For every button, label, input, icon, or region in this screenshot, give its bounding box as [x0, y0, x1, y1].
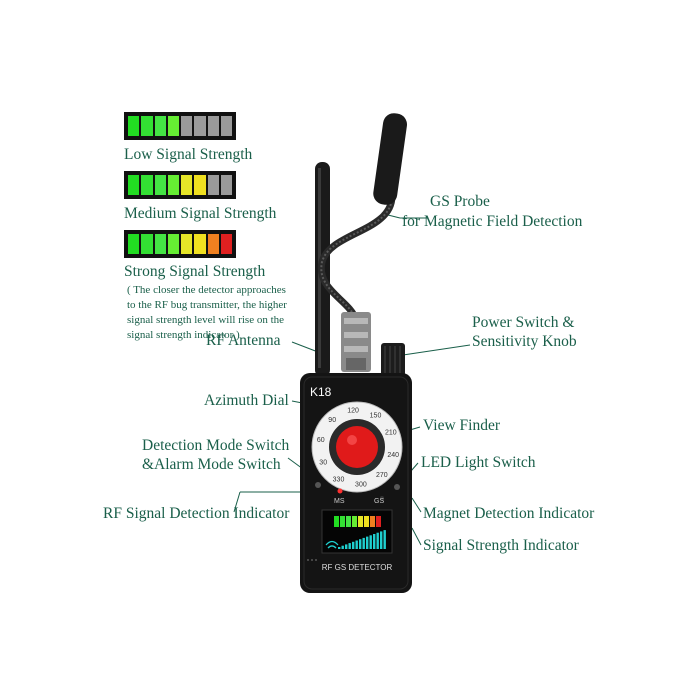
medium-segment: [167, 175, 179, 195]
alarm-mode-label: &Alarm Mode Switch: [142, 456, 281, 473]
display-bar-segment: [370, 516, 375, 527]
strong-segment: [141, 234, 153, 254]
strong-segment: [154, 234, 166, 254]
display-ramp-bar: [362, 537, 365, 549]
display-bar-segment: [352, 516, 357, 527]
power-knob[interactable]: [381, 343, 405, 376]
display-bar-segment: [346, 516, 351, 527]
low-segment: [220, 116, 232, 136]
display-ramp-bar: [366, 536, 369, 549]
strong-segment: [181, 234, 193, 254]
display-bar-segment: [376, 516, 381, 527]
display-ramp-bar: [380, 531, 383, 549]
rf-indicator-label: RF Signal Detection Indicator: [103, 505, 290, 522]
dial-tick-label: 120: [347, 408, 359, 415]
medium-signal-meter: [124, 171, 236, 199]
low-signal-label: Low Signal Strength: [124, 146, 253, 163]
display-ramp-bar: [352, 541, 355, 549]
sensitivity-knob-label: Sensitivity Knob: [472, 333, 577, 350]
low-segment: [181, 116, 193, 136]
magnet-indicator-led: [380, 496, 384, 500]
display-ramp-bar: [338, 547, 341, 549]
low-segment: [128, 116, 140, 136]
display-ramp-bar: [341, 545, 344, 549]
strong-segment: [207, 234, 219, 254]
dial-tick-labels: 150 210 240 270 300 330 30 60 90 120: [317, 408, 399, 489]
dial-tick-label: 30: [319, 460, 327, 467]
probe-connector: [341, 312, 371, 372]
dial-tick-label: 150: [370, 413, 382, 420]
display-ramp-bar: [369, 535, 372, 549]
view-finder-lens: [336, 426, 378, 468]
dial-tick-label: 60: [317, 437, 325, 444]
led-switch-label: LED Light Switch: [421, 454, 536, 471]
display-bar-segment: [334, 516, 339, 527]
strong-segment: [220, 234, 232, 254]
medium-segment: [128, 175, 140, 195]
led-light-switch[interactable]: [394, 484, 400, 490]
low-segment: [167, 116, 179, 136]
detection-mode-switch[interactable]: [315, 482, 321, 488]
dial-tick-label: 300: [355, 481, 367, 488]
strong-signal-meter: [124, 230, 236, 258]
display-bar-segment: [358, 516, 363, 527]
view-finder-label: View Finder: [423, 417, 500, 434]
display-ramp-bar: [355, 540, 358, 549]
low-segment: [207, 116, 219, 136]
dial-tick-label: 210: [385, 430, 397, 437]
gs-text: GS: [374, 498, 384, 505]
model-text: K18: [310, 385, 332, 399]
display-ramp-bar: [376, 532, 379, 549]
gs-probe-desc: for Magnetic Field Detection: [402, 213, 583, 230]
display-bar-segment: [364, 516, 369, 527]
medium-signal-label: Medium Signal Strength: [124, 205, 277, 222]
signal-note: ( The closer the detector approaches to …: [127, 284, 287, 341]
detection-mode-label: Detection Mode Switch: [142, 437, 290, 454]
display-ramp-bar: [348, 543, 351, 549]
medium-segment: [154, 175, 166, 195]
display-ramp-bar: [345, 544, 348, 549]
medium-segment: [141, 175, 153, 195]
device-footer-text: RF GS DETECTOR: [322, 563, 393, 572]
magnet-indicator-label: Magnet Detection Indicator: [423, 505, 595, 522]
display-ramp-bar: [359, 539, 362, 549]
medium-segment: [207, 175, 219, 195]
strong-segment: [194, 234, 206, 254]
ms-text: MS: [334, 498, 345, 505]
gs-probe-tip: [373, 113, 408, 205]
low-segment: [154, 116, 166, 136]
power-switch-label: Power Switch &: [472, 314, 575, 331]
strong-segment: [167, 234, 179, 254]
medium-segment: [220, 175, 232, 195]
signal-indicator-label: Signal Strength Indicator: [423, 537, 579, 554]
medium-segment: [181, 175, 193, 195]
dial-tick-label: 330: [333, 477, 345, 484]
display-ramp-bar: [383, 530, 386, 549]
dial-tick-label: 270: [376, 472, 388, 479]
display-bar-segment: [340, 516, 345, 527]
low-segment: [194, 116, 206, 136]
dial-tick-label: 240: [387, 452, 399, 459]
strong-segment: [128, 234, 140, 254]
display-ramp-bar: [373, 534, 376, 549]
gs-probe-cable: [317, 192, 396, 324]
rf-antenna-label: RF Antenna: [206, 332, 281, 349]
low-signal-meter: [124, 112, 236, 140]
low-segment: [141, 116, 153, 136]
strong-signal-label: Strong Signal Strength: [124, 263, 266, 280]
rf-indicator-led: [337, 488, 343, 494]
wifi-icon: [325, 540, 339, 549]
azimuth-dial-label: Azimuth Dial: [204, 392, 289, 409]
gs-probe-label: GS Probe: [430, 193, 490, 210]
dial-tick-label: 90: [328, 417, 336, 424]
medium-segment: [194, 175, 206, 195]
